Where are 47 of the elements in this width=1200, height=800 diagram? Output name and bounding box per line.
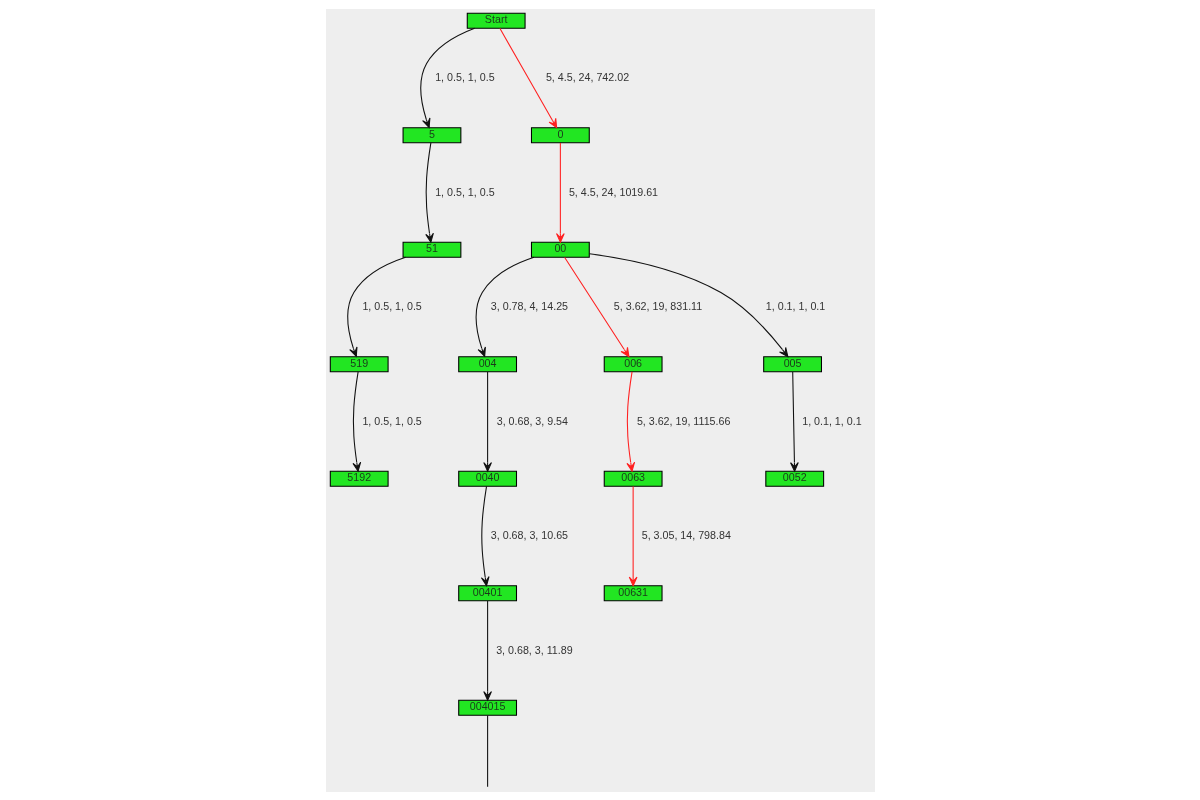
node-box: 004015 — [457, 699, 517, 716]
arrow — [419, 27, 475, 128]
edge-label: 1, 0.5, 1, 0.5 — [434, 70, 495, 83]
edge-label: 3, 0.68, 3, 10.65 — [490, 528, 568, 541]
node-box: 0052 — [764, 470, 824, 487]
node-box: Start — [466, 12, 526, 29]
node-box: 5 — [402, 126, 461, 143]
arrow — [346, 256, 406, 357]
connector — [486, 714, 488, 787]
node-box: 0063 — [603, 470, 663, 487]
arrow — [563, 256, 629, 357]
arrow — [628, 485, 638, 586]
edge-label: 5, 3.62, 19, 1115.66 — [636, 414, 730, 427]
node-box: 00401 — [457, 584, 517, 601]
edge-label: 1, 0.5, 1, 0.5 — [434, 185, 495, 198]
edge-label: 3, 0.68, 3, 11.89 — [495, 643, 573, 656]
node-box: 5192 — [329, 470, 389, 487]
arrow — [482, 371, 492, 472]
node-box: 005 — [762, 355, 822, 372]
node-box: 004 — [457, 355, 517, 372]
node-box: 519 — [329, 355, 389, 372]
arrow — [555, 142, 565, 243]
arrow — [789, 371, 799, 472]
edge-label: 1, 0.5, 1, 0.5 — [361, 299, 422, 312]
edge-label: 1, 0.1, 1, 0.1 — [765, 299, 825, 312]
arrow — [498, 27, 557, 128]
arrow — [475, 256, 535, 357]
arrow — [588, 252, 788, 357]
arrow — [351, 370, 361, 472]
node-box: 00 — [530, 241, 590, 258]
edge-label: 3, 0.68, 3, 9.54 — [496, 414, 568, 427]
edge-label: 1, 0.1, 1, 0.1 — [801, 414, 862, 427]
edge-label: 5, 3.62, 19, 831.11 — [613, 299, 702, 312]
edge-label: 1, 0.5, 1, 0.5 — [361, 414, 422, 427]
node-box: 0040 — [457, 470, 517, 487]
edge-label: 5, 4.5, 24, 1019.61 — [568, 185, 658, 198]
arrow — [424, 141, 434, 243]
edge-label: 5, 4.5, 24, 742.02 — [545, 70, 629, 83]
node-box: 00631 — [603, 584, 663, 601]
node-box: 51 — [402, 241, 461, 258]
edge-label: 3, 0.78, 4, 14.25 — [490, 299, 568, 312]
node-box: 006 — [603, 355, 663, 372]
edge-label: 5, 3.05, 14, 798.84 — [641, 528, 731, 541]
arrow — [625, 370, 635, 472]
arrow — [482, 600, 492, 701]
arrow — [480, 485, 490, 586]
node-box: 0 — [530, 126, 590, 143]
